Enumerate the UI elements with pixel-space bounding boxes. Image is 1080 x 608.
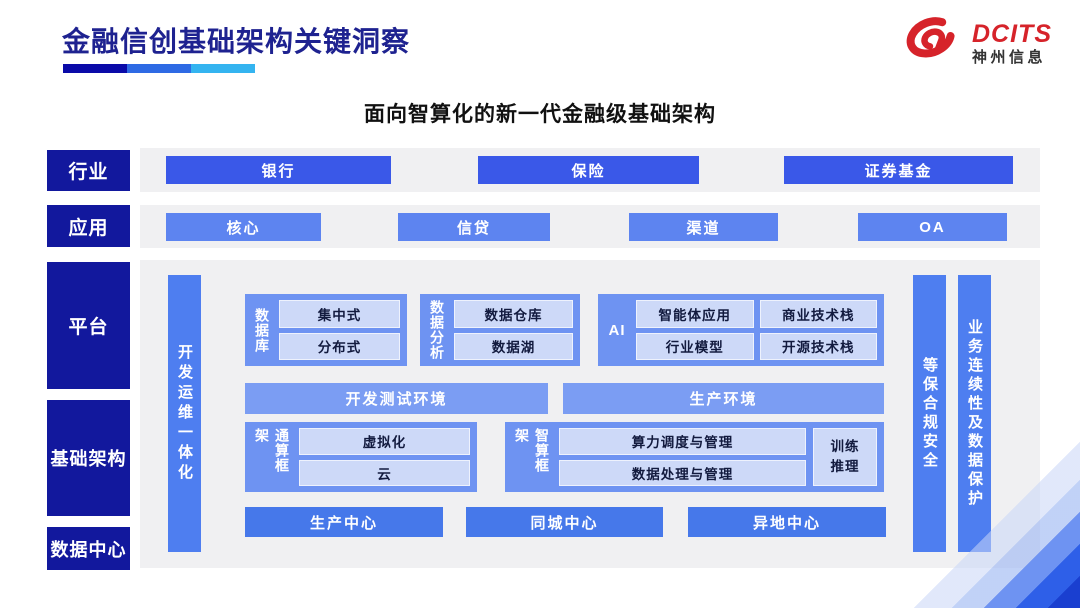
- logo-swirl-icon: [904, 14, 964, 73]
- logo-brand-text: DCITS: [972, 19, 1052, 48]
- train-inference-box: 训练推理: [813, 428, 877, 486]
- application-item-oa: OA: [858, 213, 1007, 241]
- database-group-label: 数据库: [254, 307, 270, 353]
- center-same-city: 同城中心: [466, 507, 663, 537]
- rail-label-infrastructure: 基础架构: [47, 400, 130, 516]
- diagram-title: 面向智算化的新一代金融级基础架构: [364, 103, 716, 126]
- analytics-group-label: 数据分析: [429, 300, 445, 360]
- devops-bar: 开发运维一体化: [168, 275, 201, 552]
- general-item-cloud: 云: [299, 459, 470, 486]
- rail-label-datacenter: 数据中心: [47, 527, 130, 570]
- underline-segment-mid: [127, 64, 191, 73]
- industry-item-securities: 证券基金: [784, 156, 1013, 184]
- smart-item-data-processing: 数据处理与管理: [559, 459, 806, 486]
- industry-strip: 银行 保险 证券基金: [140, 148, 1040, 192]
- underline-segment-dark: [63, 64, 127, 73]
- ai-item-opensource-stack: 开源技术栈: [759, 332, 877, 360]
- general-item-virtualization: 虚拟化: [299, 428, 470, 455]
- compliance-security-bar: 等保合规安全: [913, 275, 946, 552]
- application-item-core: 核心: [166, 213, 321, 241]
- platform-panel: 开发运维一体化 数据库 集中式 分布式 数据分析 数据仓库 数据湖 AI 智能体…: [140, 260, 1040, 568]
- ai-item-commercial-stack: 商业技术栈: [759, 300, 877, 328]
- smart-framework-label: 智算框架: [514, 428, 550, 473]
- train-inference-label: 训练推理: [830, 439, 860, 474]
- ai-group-label: AI: [608, 321, 626, 339]
- ai-item-agent-app: 智能体应用: [636, 300, 754, 328]
- env-dev-test: 开发测试环境: [245, 383, 548, 414]
- general-framework-label: 通算框架: [254, 428, 290, 473]
- industry-item-insurance: 保险: [478, 156, 699, 184]
- analytics-item-warehouse: 数据仓库: [454, 300, 573, 328]
- general-framework-group: 通算框架 虚拟化 云: [245, 422, 477, 492]
- application-item-credit: 信贷: [398, 213, 550, 241]
- database-item-distributed: 分布式: [279, 332, 400, 360]
- database-group: 数据库 集中式 分布式: [245, 294, 407, 366]
- analytics-item-lake: 数据湖: [454, 332, 573, 360]
- logo-company-text: 神州信息: [972, 49, 1047, 66]
- ai-item-industry-model: 行业模型: [636, 332, 754, 360]
- database-item-centralized: 集中式: [279, 300, 400, 328]
- application-strip: 核心 信贷 渠道 OA: [140, 205, 1040, 248]
- env-production: 生产环境: [563, 383, 884, 414]
- smart-item-compute-scheduling: 算力调度与管理: [559, 428, 806, 455]
- page-title: 金融信创基础架构关键洞察: [62, 26, 411, 57]
- ai-group: AI 智能体应用 商业技术栈 行业模型 开源技术栈: [598, 294, 884, 366]
- center-remote: 异地中心: [688, 507, 886, 537]
- underline-segment-light: [191, 64, 255, 73]
- industry-item-bank: 银行: [166, 156, 391, 184]
- analytics-group: 数据分析 数据仓库 数据湖: [420, 294, 580, 366]
- application-item-channel: 渠道: [629, 213, 778, 241]
- rail-label-platform: 平台: [47, 262, 130, 389]
- rail-label-industry: 行业: [47, 150, 130, 191]
- company-logo: DCITS 神州信息: [904, 14, 1052, 73]
- business-continuity-bar: 业务连续性及数据保护: [958, 275, 991, 552]
- center-production: 生产中心: [245, 507, 443, 537]
- smart-framework-group: 智算框架 算力调度与管理 数据处理与管理 训练推理: [505, 422, 884, 492]
- title-underline: [63, 64, 255, 73]
- rail-label-application: 应用: [47, 205, 130, 247]
